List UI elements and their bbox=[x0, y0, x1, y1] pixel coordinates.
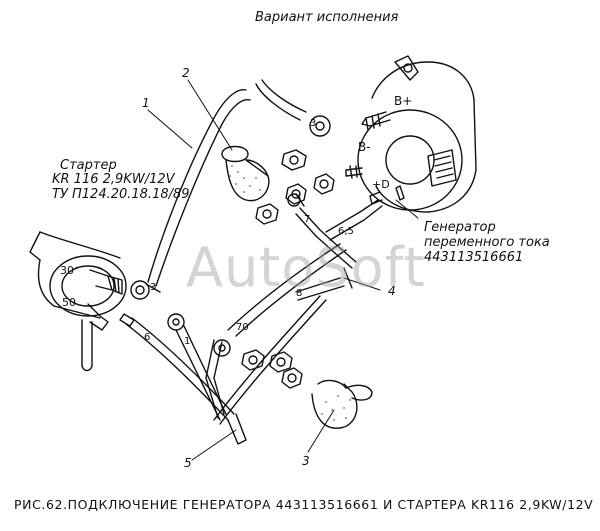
boot-shading bbox=[229, 165, 351, 421]
wire-tag-8: 8 bbox=[296, 288, 303, 299]
watermark: AutoSoft bbox=[186, 236, 426, 299]
nuts bbox=[241, 149, 335, 389]
starter-terminal-30: 30 bbox=[60, 264, 74, 277]
wire-tag-1: 1 bbox=[184, 336, 191, 347]
boot-2 bbox=[221, 145, 270, 202]
wire-tag-3: 3 bbox=[150, 282, 157, 293]
starter-label-spec: ТУ П124.20.18.18/89 bbox=[52, 187, 190, 202]
generator-terminal-bplus: B+ bbox=[394, 94, 413, 108]
wire-tag-70: 70 bbox=[236, 322, 249, 333]
wire-tag-6-5: 6,5 bbox=[338, 226, 354, 237]
generator-label-number: 443113516661 bbox=[424, 250, 524, 265]
boot-3 bbox=[311, 379, 373, 429]
wire-bundle-5 bbox=[119, 243, 347, 445]
generator-terminal-bminus: B- bbox=[358, 140, 371, 154]
generator-label-title: Генератор bbox=[424, 220, 496, 235]
figure-caption: РИС.62.ПОДКЛЮЧЕНИЕ ГЕНЕРАТОРА 4431135166… bbox=[14, 497, 594, 512]
starter-label-model: KR 116 2,9KW/12V bbox=[52, 172, 175, 187]
wire-tag-6: 6 bbox=[144, 332, 151, 343]
wire-tag-generator-3: 3 bbox=[310, 118, 317, 129]
callout-4: 4 bbox=[388, 284, 396, 298]
generator-body bbox=[345, 55, 477, 213]
callout-5: 5 bbox=[184, 456, 192, 470]
callout-2: 2 bbox=[182, 66, 190, 80]
starter-terminal-50: 50 bbox=[62, 296, 76, 309]
generator-terminal-d: +D bbox=[372, 178, 390, 191]
starter-label-title: Стартер bbox=[60, 158, 117, 173]
wire-1 bbox=[130, 79, 331, 300]
starter-body bbox=[29, 231, 127, 372]
generator-label-type: переменного тока bbox=[424, 235, 550, 250]
callout-leaders bbox=[147, 79, 419, 461]
callout-1: 1 bbox=[142, 96, 150, 110]
wire-tag-7: 7 bbox=[304, 214, 311, 225]
callout-3: 3 bbox=[302, 454, 310, 468]
wire-4 bbox=[287, 193, 383, 301]
variant-title: Вариант исполнения bbox=[255, 10, 399, 25]
